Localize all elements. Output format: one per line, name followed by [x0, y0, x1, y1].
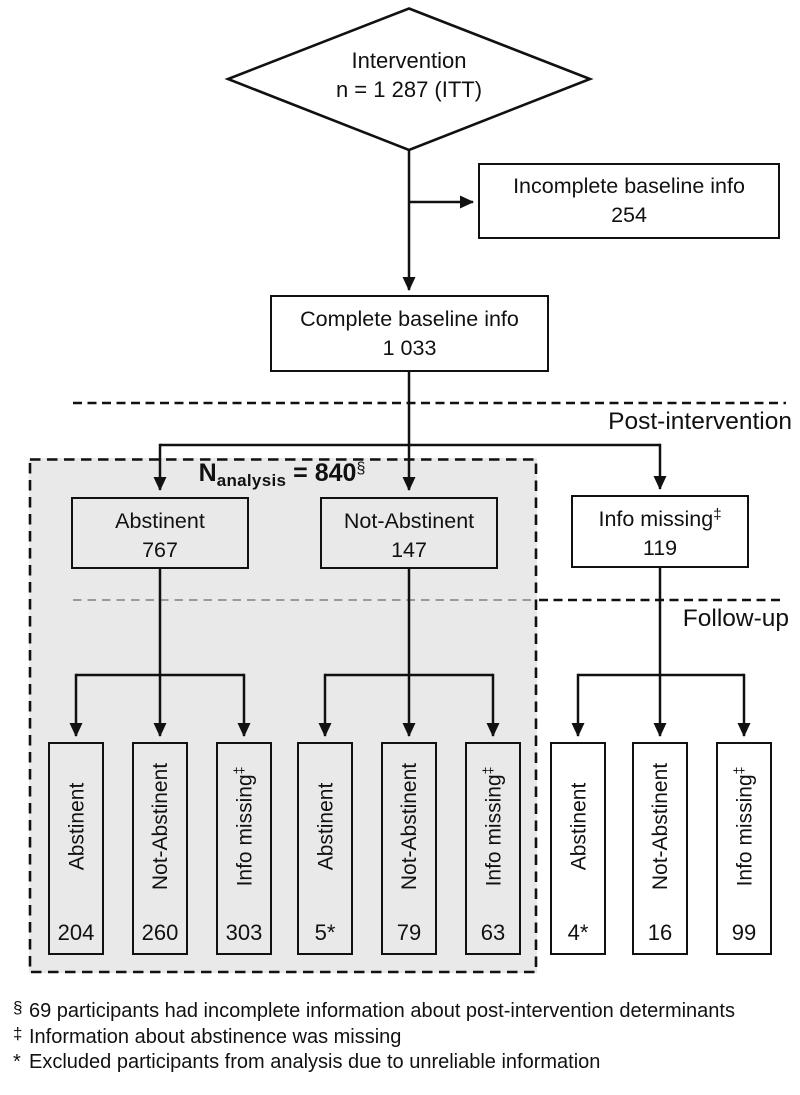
footnote-asterisk: * Excluded participants from analysis due…	[13, 1050, 735, 1076]
box-label: Info missing‡	[598, 506, 722, 531]
intervention-n: n = 1 287 (ITT)	[335, 77, 483, 102]
box-value: 99	[731, 920, 757, 945]
box-label: Abstinent	[567, 782, 591, 871]
box-label: Abstinent	[65, 782, 89, 871]
footnote-double-dagger: ‡ Information about abstinence was missin…	[13, 1024, 735, 1051]
box-label: Incomplete baseline info	[513, 174, 745, 198]
box-value: 1 033	[382, 335, 437, 360]
box-followup-info-missing-1: Info missing‡ 303	[216, 742, 272, 955]
box-complete-baseline: Complete baseline info 1 033	[270, 295, 549, 372]
footnote-text: Excluded participants from analysis due …	[29, 1051, 601, 1073]
box-value: 4*	[567, 920, 589, 945]
box-incomplete-baseline: Incomplete baseline info 254	[478, 163, 780, 239]
n-analysis-label: Nanalysis = 840§	[198, 459, 366, 490]
box-post-abstinent: Abstinent 767	[71, 497, 249, 569]
box-value: 119	[642, 536, 678, 560]
box-value: 254	[611, 203, 647, 227]
section-symbol: §	[356, 460, 366, 477]
box-followup-abstinent-1: Abstinent 204	[48, 742, 104, 955]
box-label: Not-Abstinent	[343, 508, 475, 533]
box-value: 204	[57, 920, 95, 945]
box-label: Info missing‡	[730, 766, 757, 887]
intervention-title: Intervention	[351, 48, 467, 73]
box-followup-info-missing-3: Info missing‡ 99	[716, 742, 772, 955]
footnote-text: 69 participants had incomplete informati…	[29, 1000, 735, 1022]
box-value: 303	[225, 920, 263, 945]
box-value: 63	[480, 920, 506, 945]
box-value: 767	[142, 537, 178, 562]
footnote-marker: §	[13, 998, 23, 1017]
footnote-marker: ‡	[13, 1023, 23, 1043]
box-followup-abstinent-3: Abstinent 4*	[550, 742, 606, 955]
box-value: 16	[647, 920, 673, 945]
box-value: 5*	[314, 920, 336, 945]
box-followup-not-abstinent-2: Not-Abstinent 79	[381, 742, 437, 955]
footnotes: § 69 participants had incomplete informat…	[13, 998, 735, 1076]
box-post-info-missing: Info missing‡ 119	[571, 495, 749, 568]
box-label: Abstinent	[115, 508, 205, 533]
footnote-marker: *	[13, 1051, 21, 1073]
box-label: Info missing‡	[230, 766, 257, 887]
box-label: Not-Abstinent	[649, 762, 673, 891]
box-value: 147	[391, 537, 427, 562]
footnote-section-symbol: § 69 participants had incomplete informat…	[13, 998, 735, 1025]
box-label: Info missing‡	[479, 766, 506, 887]
box-value: 260	[141, 920, 179, 945]
box-label: Abstinent	[314, 782, 338, 871]
post-intervention-label: Post-intervention	[608, 408, 792, 435]
box-followup-info-missing-2: Info missing‡ 63	[465, 742, 521, 955]
box-post-not-abstinent: Not-Abstinent 147	[320, 497, 498, 569]
box-followup-abstinent-2: Abstinent 5*	[297, 742, 353, 955]
box-label: Not-Abstinent	[149, 762, 173, 891]
follow-up-label: Follow-up	[682, 605, 789, 632]
box-followup-not-abstinent-1: Not-Abstinent 260	[132, 742, 188, 955]
box-label: Complete baseline info	[300, 306, 519, 331]
box-label: Not-Abstinent	[398, 762, 422, 891]
box-value: 79	[396, 920, 422, 945]
intervention-diamond: Intervention n = 1 287 (ITT)	[259, 46, 559, 104]
footnote-text: Information about abstinence was missing	[29, 1025, 402, 1048]
box-followup-not-abstinent-3: Not-Abstinent 16	[632, 742, 688, 955]
